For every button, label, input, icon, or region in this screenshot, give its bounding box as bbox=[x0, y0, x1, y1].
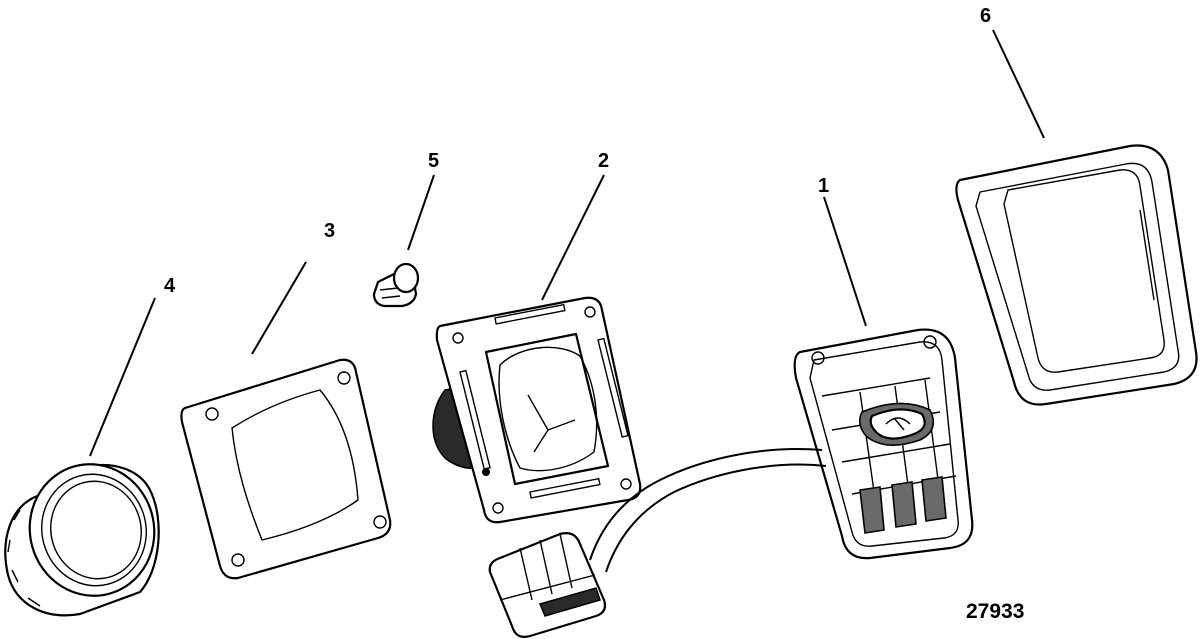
part-3-gasket-icon bbox=[180, 358, 392, 580]
part-4-retaining-nut-icon bbox=[4, 463, 160, 617]
callout-5: 5 bbox=[428, 150, 439, 172]
leader-line-5 bbox=[407, 174, 435, 251]
part-5-clip-icon bbox=[372, 262, 420, 308]
figure-id: 27933 bbox=[966, 600, 1024, 623]
part-6-cover-icon bbox=[955, 144, 1198, 406]
callout-3: 3 bbox=[324, 220, 335, 242]
leader-line-1 bbox=[823, 196, 867, 327]
leader-line-4 bbox=[89, 297, 156, 457]
callout-1: 1 bbox=[818, 175, 829, 197]
leader-line-6 bbox=[992, 29, 1045, 139]
leader-line-2 bbox=[541, 174, 605, 301]
callout-6: 6 bbox=[980, 5, 991, 27]
callout-4: 4 bbox=[164, 275, 176, 297]
leader-line-3 bbox=[251, 261, 307, 355]
part-2-mounting-bracket-icon bbox=[432, 296, 642, 524]
wire-harness-icon bbox=[488, 448, 827, 638]
callout-2: 2 bbox=[598, 150, 609, 172]
part-1-control-panel-icon bbox=[793, 328, 974, 560]
